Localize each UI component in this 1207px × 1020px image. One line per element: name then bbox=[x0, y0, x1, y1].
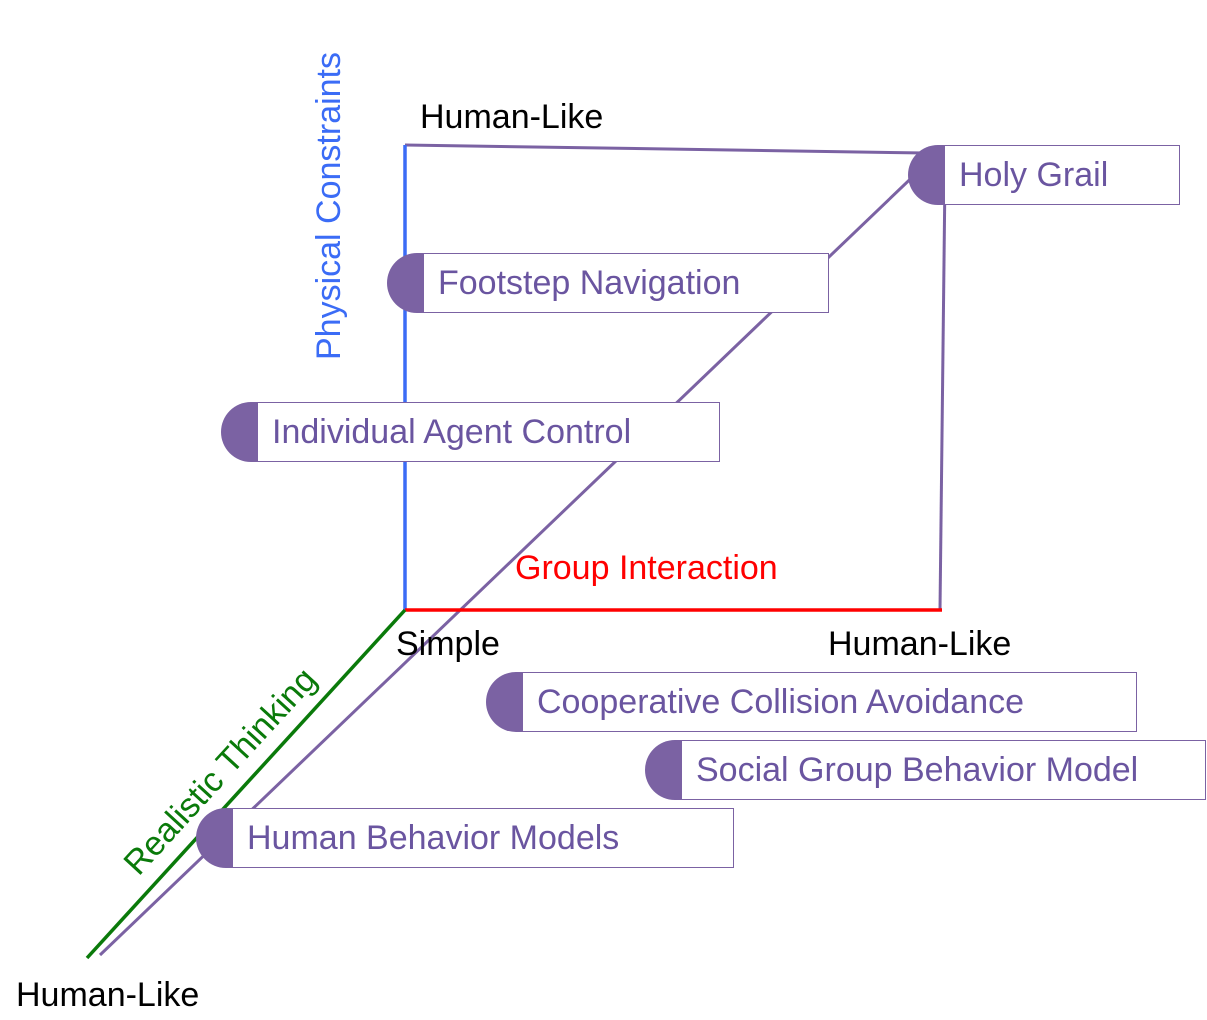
horizontal-axis-title: Group Interaction bbox=[515, 549, 778, 587]
vertical-top-label: Human-Like bbox=[420, 98, 604, 136]
individual-agent-control-box: Individual Agent Control bbox=[257, 402, 720, 462]
cooperative-collision-avoidance-box: Cooperative Collision Avoidance bbox=[522, 672, 1137, 732]
footstep-navigation-box: Footstep Navigation bbox=[423, 253, 829, 313]
origin-label: Simple bbox=[396, 625, 500, 663]
depth-axis-line bbox=[85, 608, 407, 960]
depth-end-label: Human-Like bbox=[16, 976, 200, 1014]
frame-right-line bbox=[938, 174, 947, 611]
social-group-behavior-model-box: Social Group Behavior Model bbox=[681, 740, 1206, 800]
human-behavior-models-box: Human Behavior Models bbox=[232, 808, 734, 868]
vertical-axis-title: Physical Constraints bbox=[310, 51, 348, 360]
horizontal-right-label: Human-Like bbox=[828, 625, 1012, 663]
frame-top-line bbox=[404, 143, 926, 155]
holy-grail-box: Holy Grail bbox=[944, 145, 1180, 205]
